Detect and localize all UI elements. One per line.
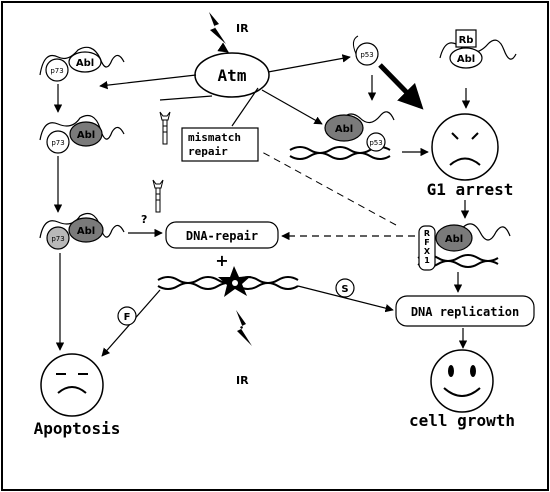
apoptosis-frown-face-icon [40, 353, 104, 417]
g1-arrest-sad-face-icon [431, 113, 499, 181]
rfx1-1: 1 [424, 256, 430, 265]
apoptosis-label: Apoptosis [34, 419, 121, 438]
p53-tail [352, 35, 359, 55]
abl-label-1: Abl [76, 58, 94, 69]
ir-top-lightning-icon [209, 12, 226, 44]
p53-label-dna: p53 [369, 139, 382, 147]
ir-bottom-label: IR [236, 374, 249, 387]
line-atm-to-mismatch-right [231, 87, 259, 127]
arrow-atm-to-p53 [267, 54, 351, 73]
arrow-atm-to-abl [99, 74, 197, 90]
wrench-icon [159, 111, 171, 145]
mismatch-repair-box [181, 127, 259, 162]
rfx1-r: R [424, 229, 430, 238]
plus-label: + [215, 251, 228, 270]
ir-top-label: IR [236, 22, 249, 35]
rfx1-abl-dna-complex: R F X 1 Abl [417, 223, 511, 271]
p73-abl-complex-top: Abl p73 [39, 46, 125, 82]
p73-label-3: p73 [51, 235, 64, 243]
dna-replication-label: DNA replication [411, 305, 519, 319]
cell-growth-smiley-face-icon [430, 349, 494, 413]
abl-label-p53-complex: Abl [335, 124, 353, 135]
s-label: S [341, 284, 348, 295]
star-lesion-icon [218, 266, 251, 297]
s-circle [335, 278, 355, 298]
rb-abl-complex: Abl Rb [439, 29, 517, 69]
abl-label-rfx1: Abl [445, 234, 463, 245]
arrow-p53-to-g1-thick [378, 63, 424, 110]
ir-to-atm-arrow [217, 42, 229, 53]
dna-repair-box [165, 221, 279, 249]
abl-p53-dna-complex: Abl p53 [289, 111, 395, 160]
wrench-icon-2 [152, 179, 164, 213]
f-circle [117, 306, 137, 326]
abl-label-rb: Abl [457, 54, 475, 65]
dashed-line-to-mismatch [261, 151, 397, 226]
atm-label: Atm [218, 66, 247, 85]
mismatch-line1: mismatch [188, 131, 241, 144]
abl-label-2: Abl [77, 130, 95, 141]
dna-replication-box [395, 295, 535, 327]
arrow-dna-to-replication [297, 285, 394, 313]
line-atm-to-mismatch-left [159, 95, 213, 101]
rfx1-f: F [424, 238, 429, 247]
g1-arrest-label: G1 arrest [427, 180, 514, 199]
p53-label-top: p53 [360, 51, 373, 59]
mismatch-line2: repair [188, 145, 228, 158]
ir-bottom-lightning-icon [236, 310, 252, 346]
f-label: F [124, 312, 131, 323]
arrow-atm-to-abl-p53 [261, 89, 323, 125]
rfx1-x: X [424, 247, 431, 256]
abl-label-3: Abl [77, 226, 95, 237]
rb-label: Rb [459, 35, 474, 46]
dna-repair-label: DNA-repair [186, 229, 258, 243]
cell-growth-label: cell growth [409, 411, 515, 430]
p73-label-1: p73 [50, 67, 63, 75]
p73-abl-complex-bottom: Abl p73 [39, 213, 125, 250]
p73-abl-complex-middle: Abl p73 [39, 115, 125, 154]
p73-label-2: p73 [51, 139, 64, 147]
question-label: ? [141, 213, 147, 226]
